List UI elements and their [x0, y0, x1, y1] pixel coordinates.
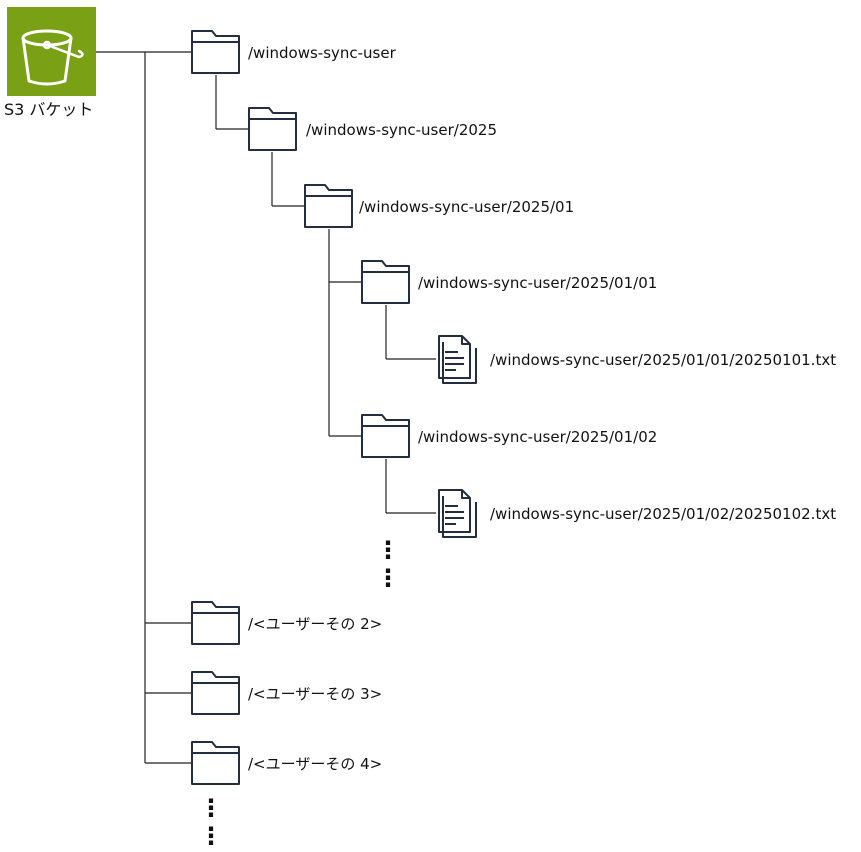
- s3-bucket-icon: [7, 7, 96, 96]
- folder-label-root: /windows-sync-user: [248, 44, 396, 62]
- folder-label-user3: /<ユーザーその 3>: [248, 685, 383, 703]
- folder-icon: [361, 260, 410, 304]
- folder-icon: [191, 30, 240, 74]
- folder-label-user4: /<ユーザーその 4>: [248, 755, 383, 773]
- folder-icon: [248, 107, 297, 151]
- ellipsis-inner-1: ⋮: [376, 536, 400, 564]
- file-label-1: /windows-sync-user/2025/01/01/20250101.t…: [490, 351, 837, 369]
- folder-label-user2: /<ユーザーその 2>: [248, 615, 383, 633]
- file-label-2: /windows-sync-user/2025/01/02/20250102.t…: [490, 505, 837, 523]
- folder-icon: [304, 184, 353, 228]
- folder-icon: [361, 414, 410, 458]
- bucket-label: S3 バケット: [4, 100, 94, 119]
- document-icon: [438, 489, 477, 538]
- folder-icon: [191, 601, 240, 645]
- ellipsis-outer-2: ⋮: [199, 822, 223, 850]
- folder-icon: [191, 741, 240, 785]
- folder-icon: [191, 671, 240, 715]
- ellipsis-inner-2: ⋮: [376, 564, 400, 592]
- folder-label-day1: /windows-sync-user/2025/01/01: [418, 274, 658, 292]
- folder-label-day2: /windows-sync-user/2025/01/02: [418, 428, 658, 446]
- folder-label-year: /windows-sync-user/2025: [306, 121, 497, 139]
- ellipsis-outer-1: ⋮: [199, 794, 223, 822]
- folder-label-month: /windows-sync-user/2025/01: [359, 198, 575, 216]
- document-icon: [438, 335, 477, 384]
